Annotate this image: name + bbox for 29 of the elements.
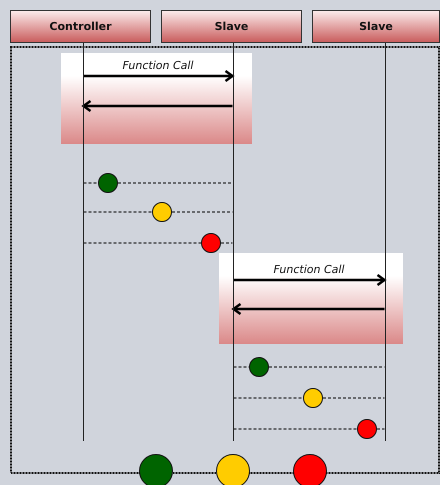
dashed-line	[268, 366, 385, 368]
status-circle	[201, 233, 221, 253]
status-circle	[303, 388, 323, 408]
arrow	[234, 274, 386, 286]
arrow	[84, 70, 234, 82]
status-circle	[216, 454, 250, 485]
dashed-line	[118, 182, 233, 184]
dashed-line	[376, 428, 385, 430]
lifeline	[232, 43, 234, 441]
status-circle	[98, 173, 118, 193]
dashed-line	[233, 366, 250, 368]
lifeline-header: Slave	[312, 10, 440, 43]
dashed-line	[220, 242, 233, 244]
arrow	[232, 302, 384, 316]
dashed-line	[233, 428, 358, 430]
status-circle	[249, 357, 269, 377]
status-circle	[293, 454, 327, 485]
lifeline-header: Slave	[161, 10, 302, 43]
status-circle	[357, 419, 377, 439]
edge-label: Function Call	[122, 59, 194, 72]
lifeline	[82, 43, 84, 441]
dashed-line	[83, 182, 98, 184]
lifeline	[384, 43, 386, 441]
dashed-line	[83, 242, 202, 244]
status-circle	[152, 202, 172, 222]
edge-label: Function Call	[274, 263, 344, 276]
status-circle	[139, 454, 173, 485]
lifeline-header: Controller	[10, 10, 151, 43]
arrow	[82, 100, 232, 112]
